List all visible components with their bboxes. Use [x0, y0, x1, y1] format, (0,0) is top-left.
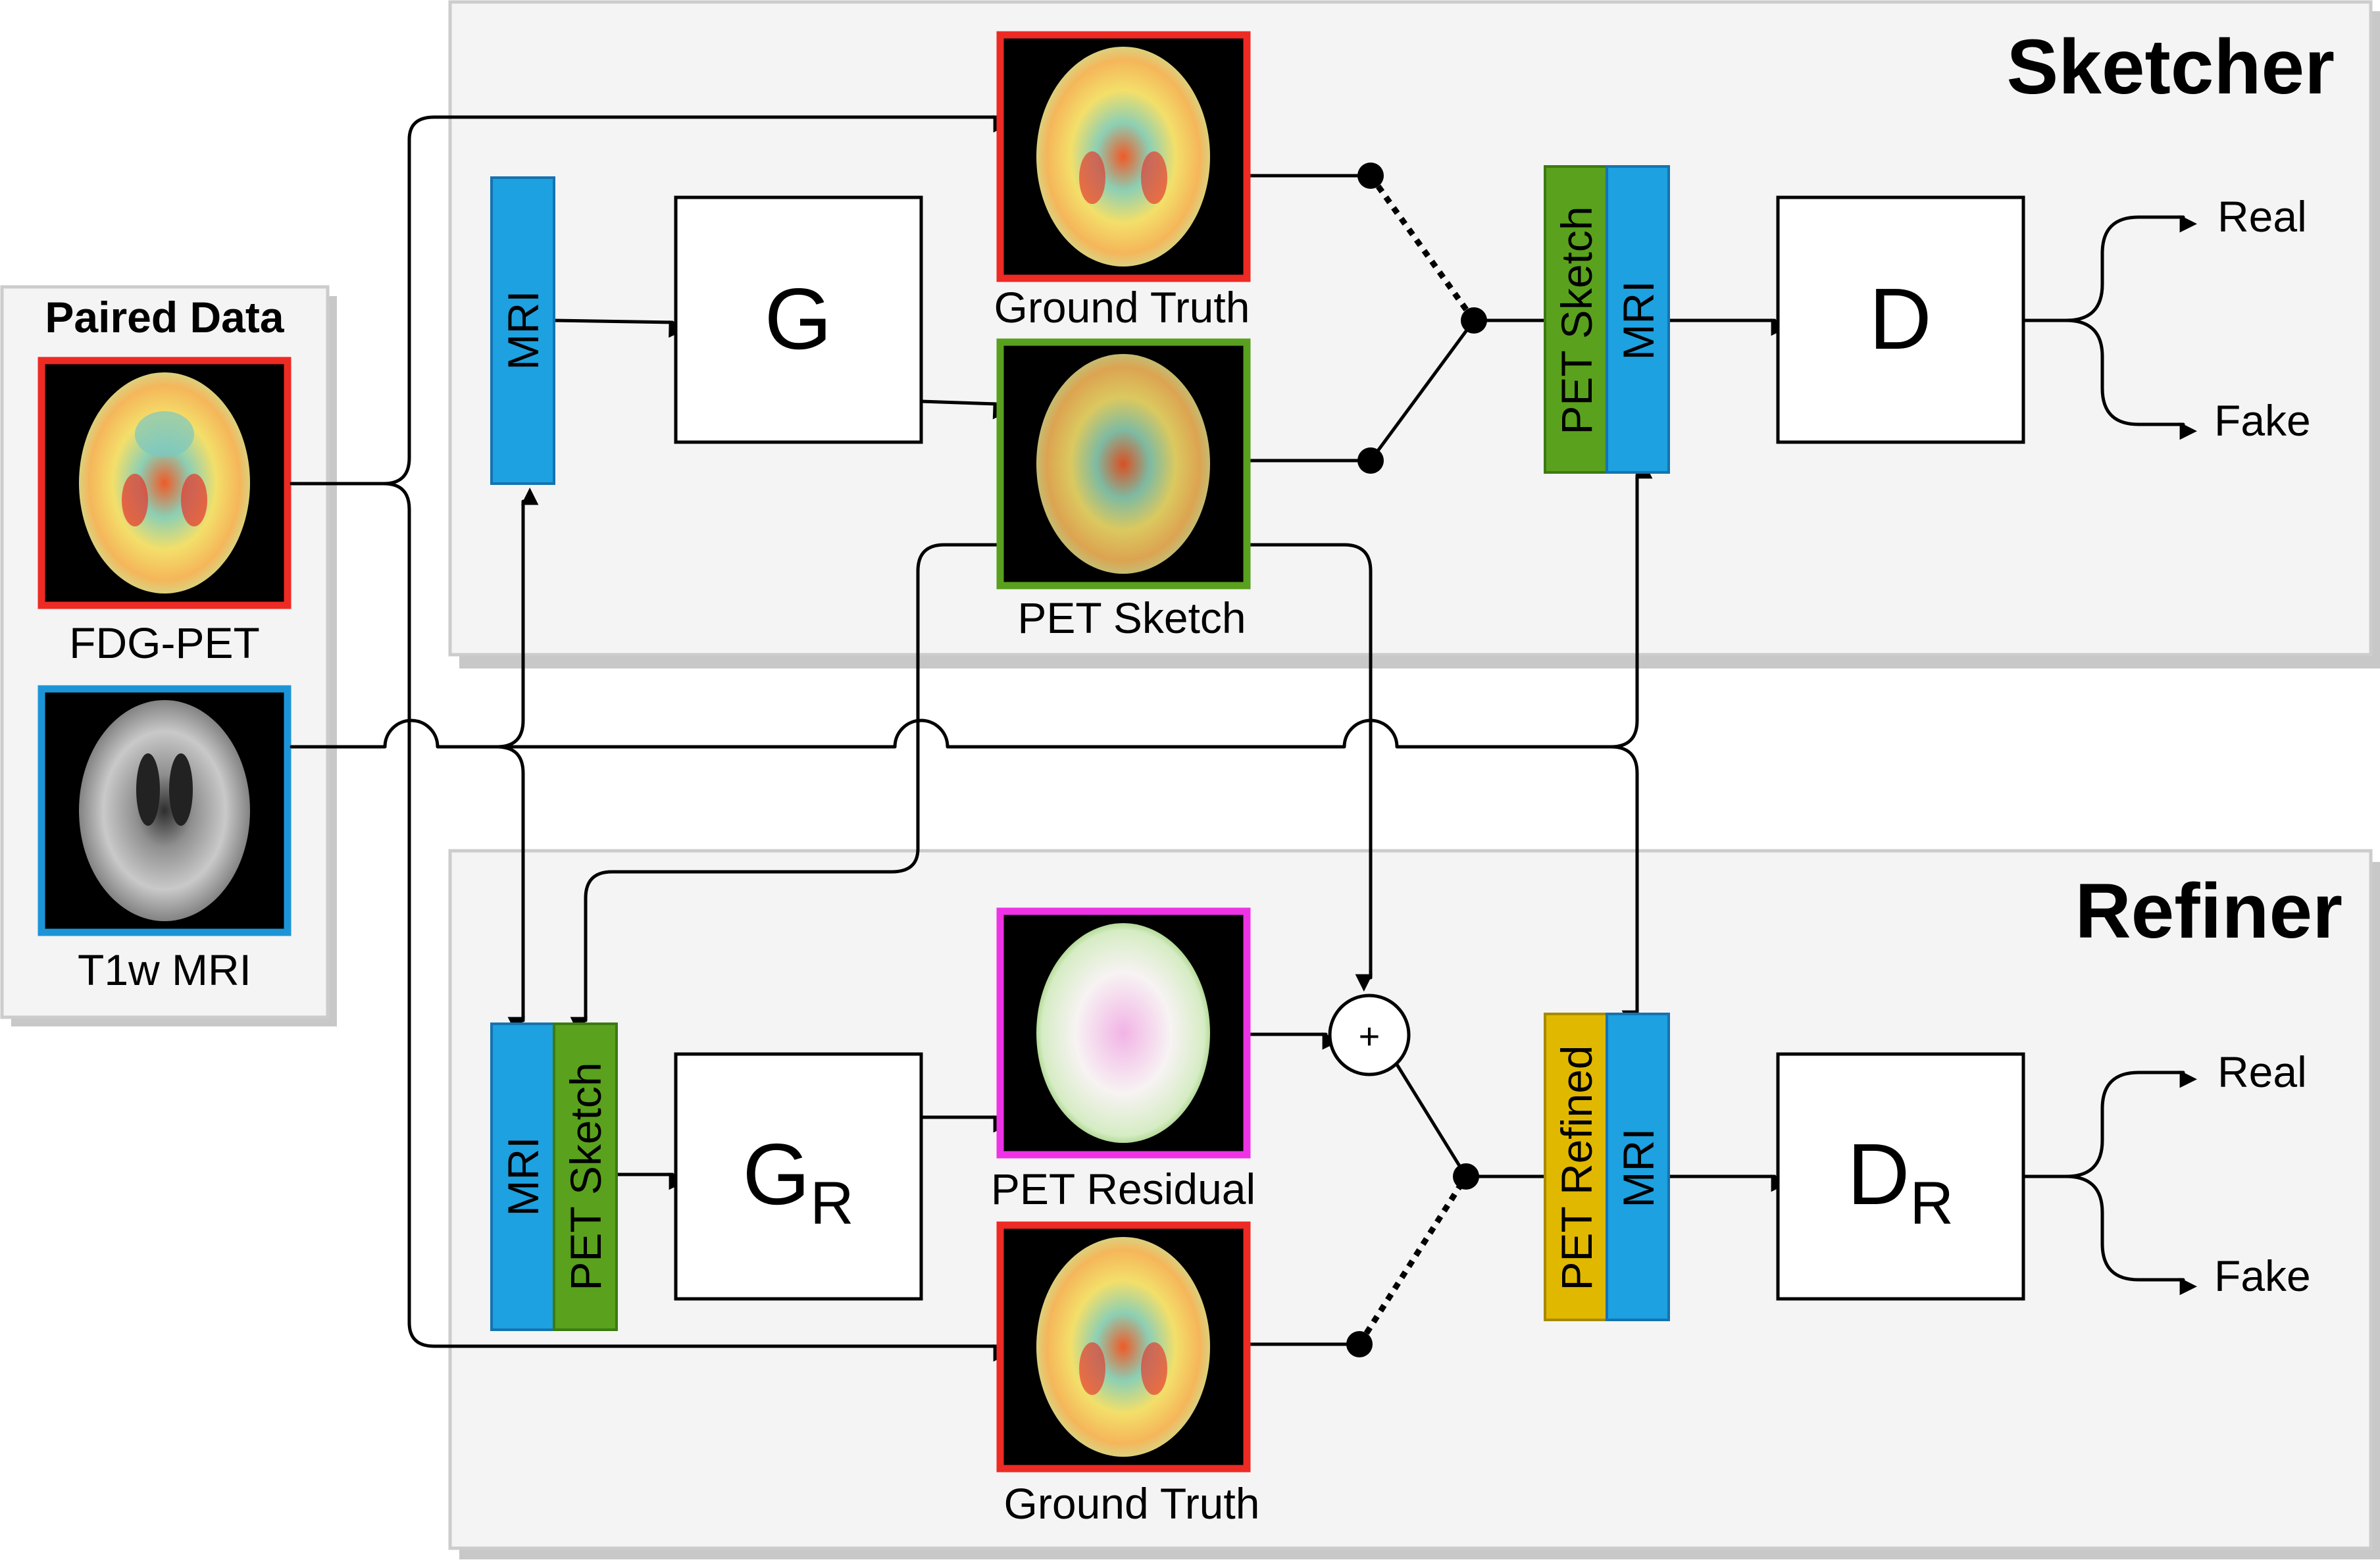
refiner-input-stack: MRI PET Sketch [490, 1022, 618, 1331]
pet-sketch-label: PET Sketch [1017, 593, 1246, 642]
pet-sketch-image [996, 338, 1251, 590]
sketcher-input-stack: PET Sketch MRI [1544, 165, 1670, 474]
discriminator-dr: DR [1776, 1052, 2025, 1301]
pet-residual-image [996, 907, 1251, 1159]
sketcher-mri-bar: MRI [490, 176, 555, 485]
fdg-pet-image [38, 357, 291, 609]
switch-contacts [1346, 163, 1487, 1357]
svg-text:+: + [1359, 1015, 1380, 1057]
sketcher-ground-truth-image [996, 31, 1251, 282]
sketcher-stack-sketch-label: PET Sketch [1552, 206, 1601, 434]
sketcher-title: Sketcher [2006, 24, 2335, 111]
t1w-mri-label: T1w MRI [78, 946, 251, 994]
refiner-ground-truth-image [996, 1221, 1251, 1473]
paired-data-title: Paired Data [45, 293, 284, 341]
refiner-stack-mri-label: MRI [1614, 1128, 1663, 1208]
refiner-stack-refined-label: PET Refined [1552, 1046, 1601, 1291]
svg-text:DR: DR [1847, 1126, 1954, 1237]
refiner-discriminator-stack: PET Refined MRI [1544, 1013, 1670, 1321]
sketcher-panel [448, 0, 2380, 668]
svg-text:MRI: MRI [499, 291, 547, 370]
refiner-title: Refiner [2075, 868, 2342, 955]
refiner-real-label: Real [2217, 1047, 2307, 1096]
svg-text:G: G [765, 270, 832, 367]
generator-gr: GR [674, 1052, 923, 1301]
refiner-fake-label: Fake [2214, 1251, 2311, 1300]
pet-residual-label: PET Residual [991, 1165, 1255, 1213]
sketcher-stack-mri-label: MRI [1614, 281, 1663, 361]
refiner-ground-truth-label: Ground Truth [1004, 1479, 1260, 1528]
discriminator-d: D [1776, 195, 2025, 444]
sketcher-fake-label: Fake [2214, 396, 2311, 445]
svg-text:GR: GR [742, 1126, 853, 1237]
connection-wires [290, 115, 2198, 1362]
sum-node: + [1328, 994, 1411, 1076]
sketcher-real-label: Real [2217, 192, 2307, 241]
sketcher-ground-truth-label: Ground Truth [994, 283, 1250, 332]
fdg-pet-label: FDG-PET [69, 618, 260, 667]
svg-text:D: D [1869, 270, 1931, 367]
refiner-bar-sketch-label: PET Sketch [561, 1062, 610, 1290]
refiner-bar-mri-label: MRI [499, 1137, 547, 1217]
generator-g: G [674, 195, 923, 444]
t1w-mri-image [38, 685, 291, 936]
